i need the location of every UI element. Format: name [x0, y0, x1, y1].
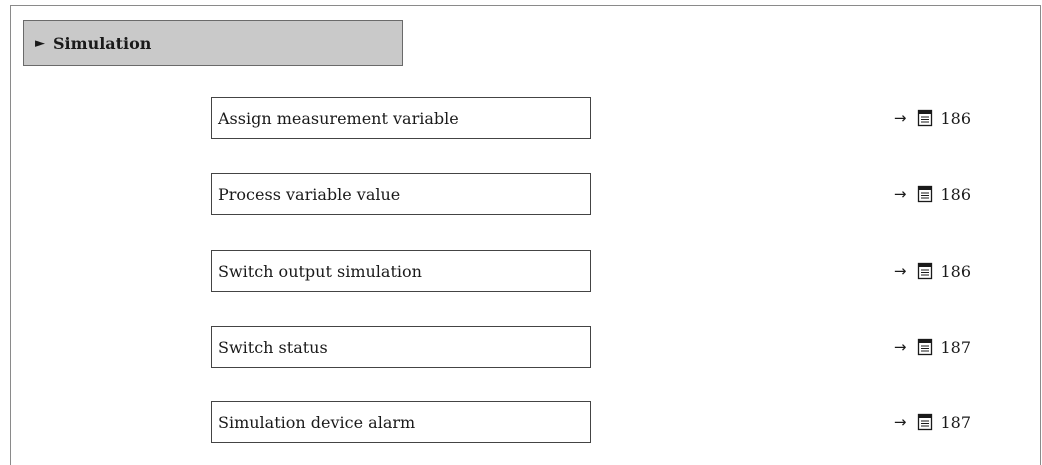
- document-page-icon: [916, 413, 934, 431]
- param-row-switch-status: Switch status → 187: [211, 326, 1011, 368]
- right-arrow-icon: →: [893, 185, 907, 203]
- param-switch-status[interactable]: Switch status: [211, 326, 591, 368]
- page-number: 187: [940, 337, 971, 357]
- page-number: 186: [940, 261, 971, 281]
- right-arrow-icon: →: [893, 413, 907, 431]
- page-reference-link[interactable]: → 186: [894, 250, 971, 292]
- page-reference-link[interactable]: → 186: [894, 173, 971, 215]
- right-arrow-icon: →: [893, 262, 907, 280]
- document-page-icon: [916, 338, 934, 356]
- document-page-icon: [916, 185, 934, 203]
- param-label: Simulation device alarm: [218, 412, 416, 432]
- document-page-icon: [916, 109, 934, 127]
- page-reference-link[interactable]: → 187: [894, 401, 971, 443]
- param-row-process-variable-value: Process variable value → 186: [211, 173, 1011, 215]
- page-frame: [10, 5, 1041, 465]
- param-process-variable-value[interactable]: Process variable value: [211, 173, 591, 215]
- param-assign-measurement-variable[interactable]: Assign measurement variable: [211, 97, 591, 139]
- simulation-submenu-header[interactable]: ► Simulation: [23, 20, 403, 66]
- param-label: Assign measurement variable: [218, 108, 459, 128]
- document-page-icon: [916, 262, 934, 280]
- submenu-title: Simulation: [53, 33, 152, 53]
- page-number: 186: [940, 184, 971, 204]
- param-row-assign-measurement-variable: Assign measurement variable → 186: [211, 97, 1011, 139]
- param-row-simulation-device-alarm: Simulation device alarm → 187: [211, 401, 1011, 443]
- page-reference-link[interactable]: → 186: [894, 97, 971, 139]
- page-number: 187: [940, 412, 971, 432]
- right-arrow-icon: →: [893, 338, 907, 356]
- page-number: 186: [940, 108, 971, 128]
- expand-arrow-icon: ►: [35, 35, 45, 51]
- right-arrow-icon: →: [893, 109, 907, 127]
- param-label: Switch output simulation: [218, 261, 422, 281]
- param-simulation-device-alarm[interactable]: Simulation device alarm: [211, 401, 591, 443]
- param-switch-output-simulation[interactable]: Switch output simulation: [211, 250, 591, 292]
- param-label: Switch status: [218, 337, 328, 357]
- param-row-switch-output-simulation: Switch output simulation → 186: [211, 250, 1011, 292]
- param-label: Process variable value: [218, 184, 401, 204]
- page-reference-link[interactable]: → 187: [894, 326, 971, 368]
